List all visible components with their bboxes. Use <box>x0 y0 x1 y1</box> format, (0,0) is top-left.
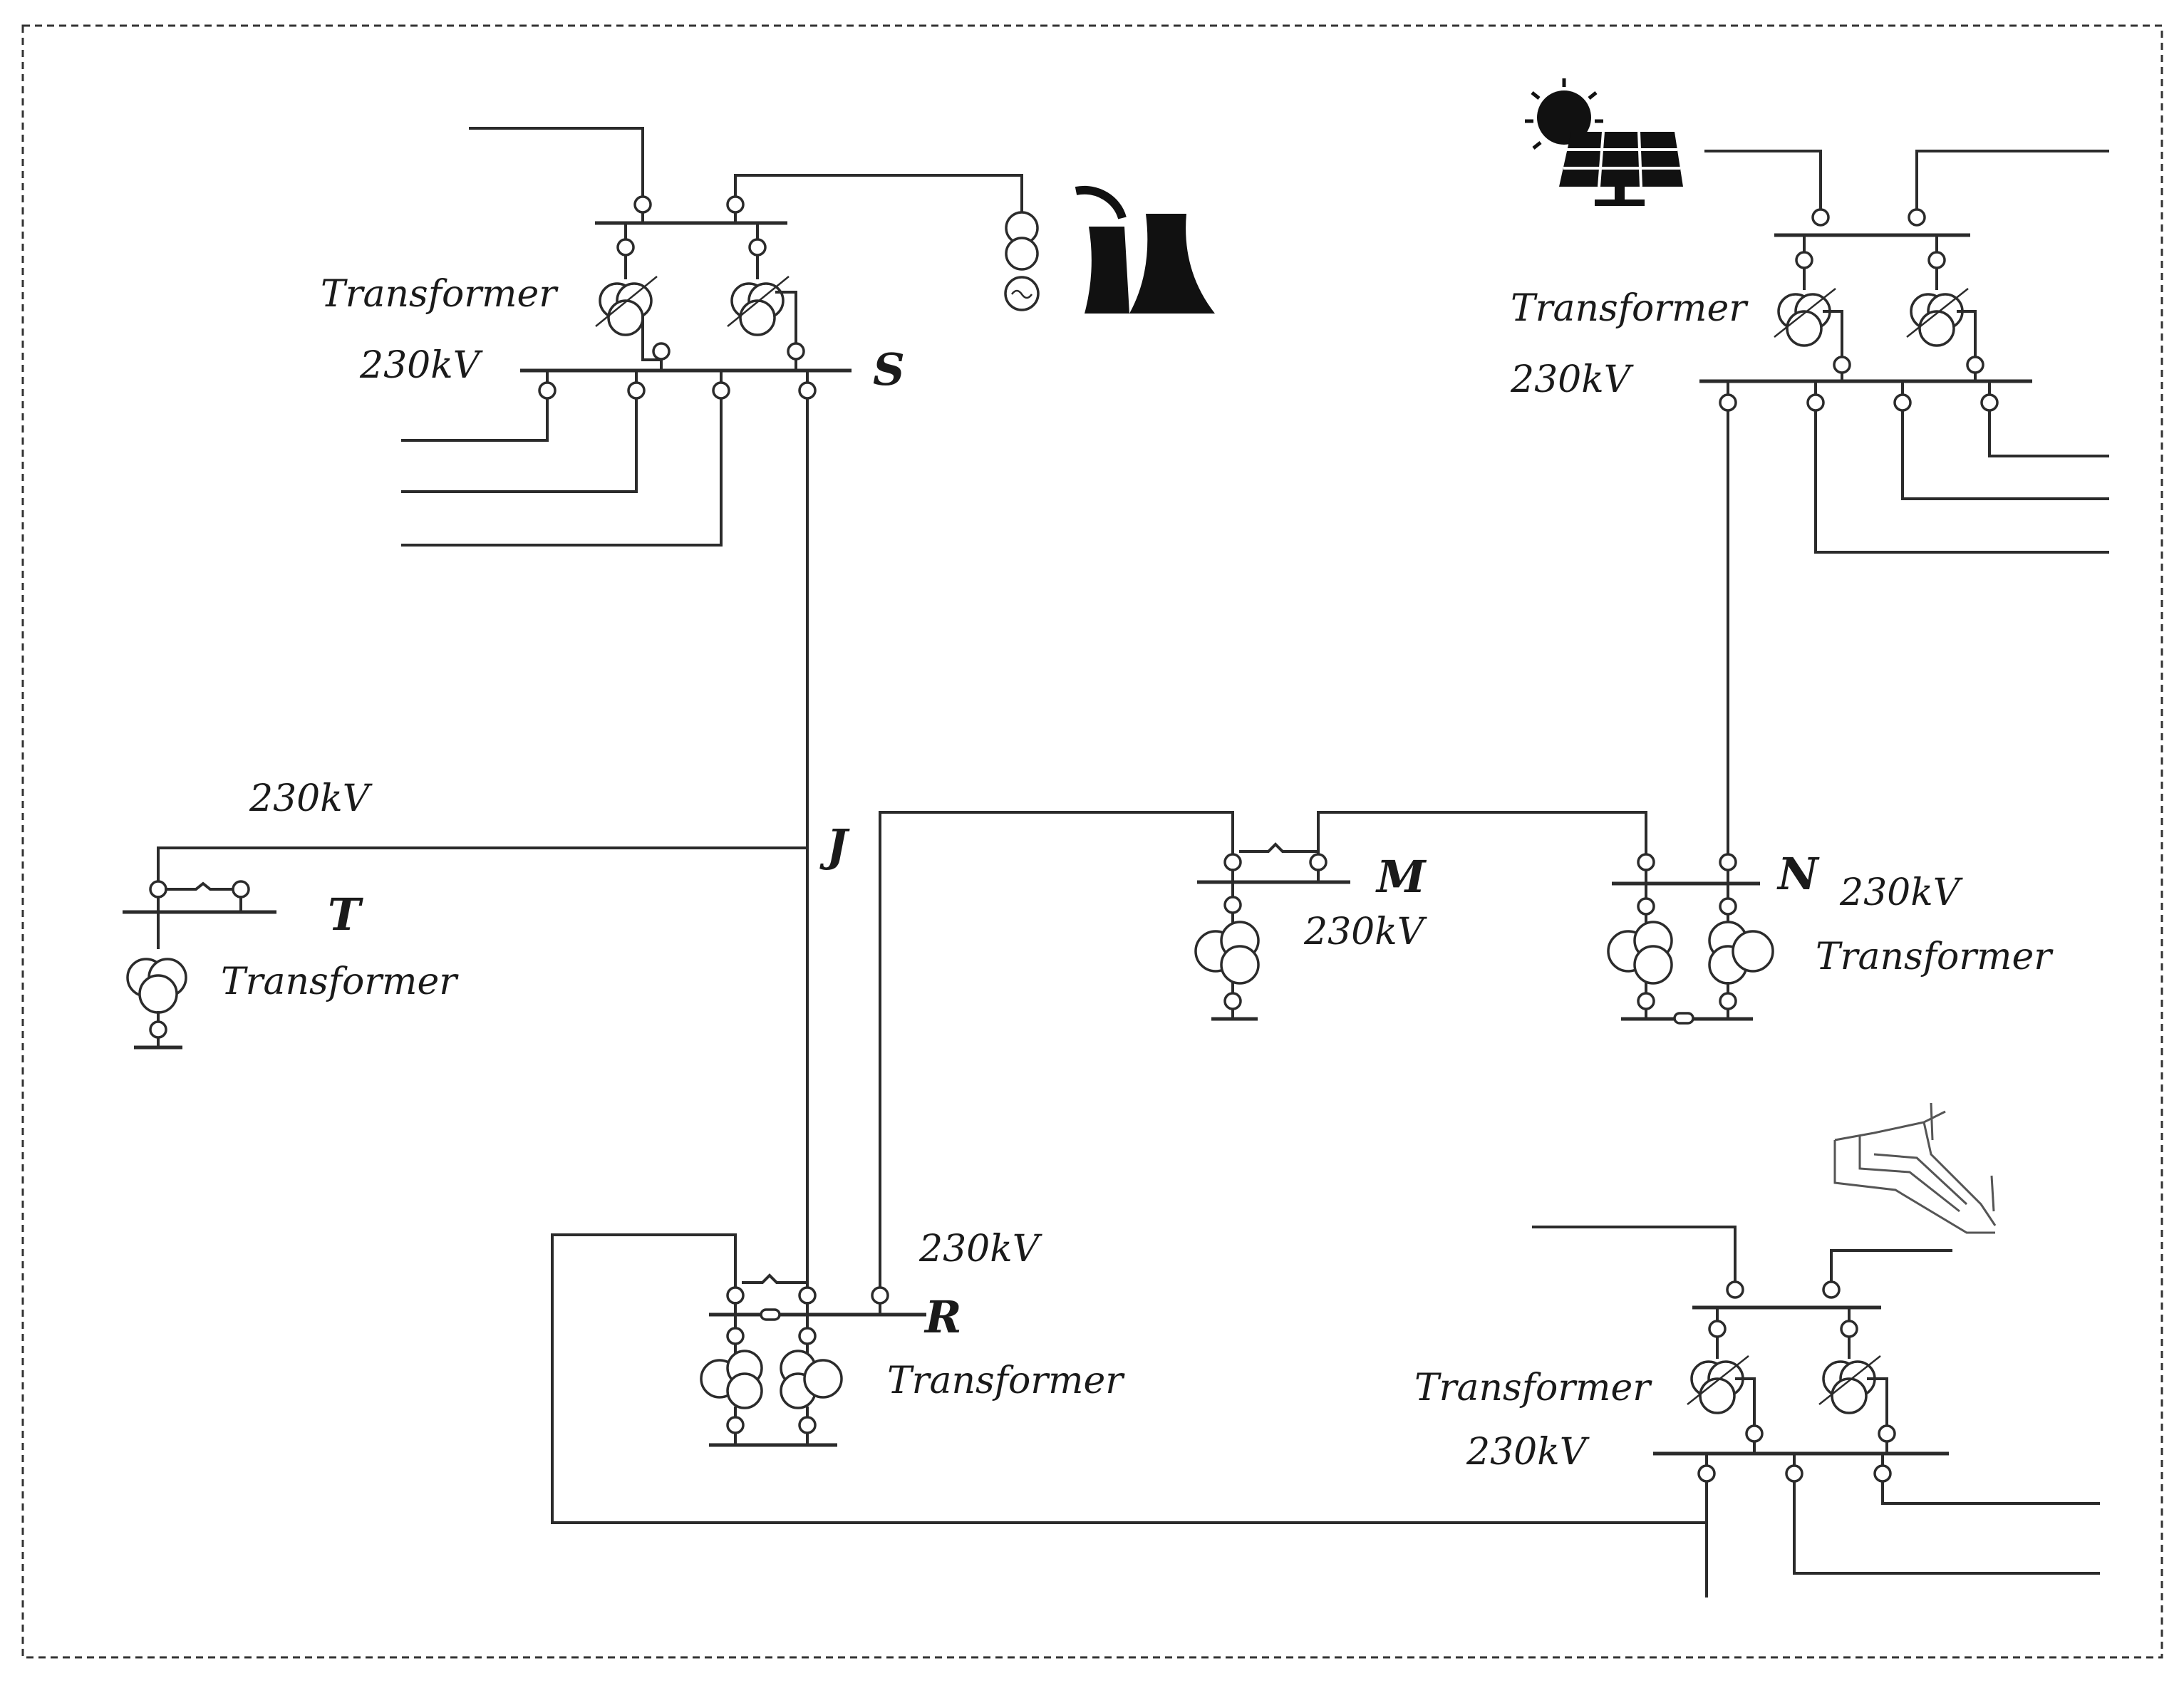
substation-label-s: S <box>873 343 905 395</box>
voltage-label-hydro: 230kV <box>1466 1431 1590 1474</box>
voltage-label-n: 230kV <box>1839 871 1963 914</box>
solar-panel-icon <box>1525 78 1683 206</box>
substation-r <box>551 846 1708 1524</box>
transformer-label-n: Transformer <box>1816 936 2054 978</box>
substation-label-n: N <box>1776 848 1820 900</box>
dam-icon <box>1833 1102 1997 1234</box>
voltage-label-solar: 230kV <box>1510 358 1634 401</box>
transformer-label-solar: Transformer <box>1511 287 1749 330</box>
substation-label-r: R <box>923 1291 962 1343</box>
substation-s <box>401 127 1040 849</box>
substation-m-n <box>879 811 1774 1297</box>
transformer-label-hydro: Transformer <box>1414 1367 1652 1409</box>
substation-t <box>123 846 809 1050</box>
power-plant-icon <box>1075 185 1215 314</box>
diagram-frame <box>21 24 2163 1659</box>
voltage-label-r: 230kV <box>918 1228 1042 1270</box>
voltage-label-s: 230kV <box>359 344 483 387</box>
labels: Transformer 230kV S Transformer 230kV 23… <box>221 273 2054 1474</box>
substation-hydro <box>1532 1226 2100 1597</box>
transformer-label-r: Transformer <box>887 1360 1125 1402</box>
substation-label-j: J <box>819 819 850 871</box>
voltage-label-m: 230kV <box>1303 911 1427 953</box>
substation-label-m: M <box>1375 851 1427 903</box>
transformer-label-s: Transformer <box>321 273 559 316</box>
transformer-label-t: Transformer <box>221 960 459 1003</box>
substation-solar <box>1699 150 2109 864</box>
voltage-label-t: 230kV <box>249 777 373 820</box>
substation-label-t: T <box>328 889 363 941</box>
